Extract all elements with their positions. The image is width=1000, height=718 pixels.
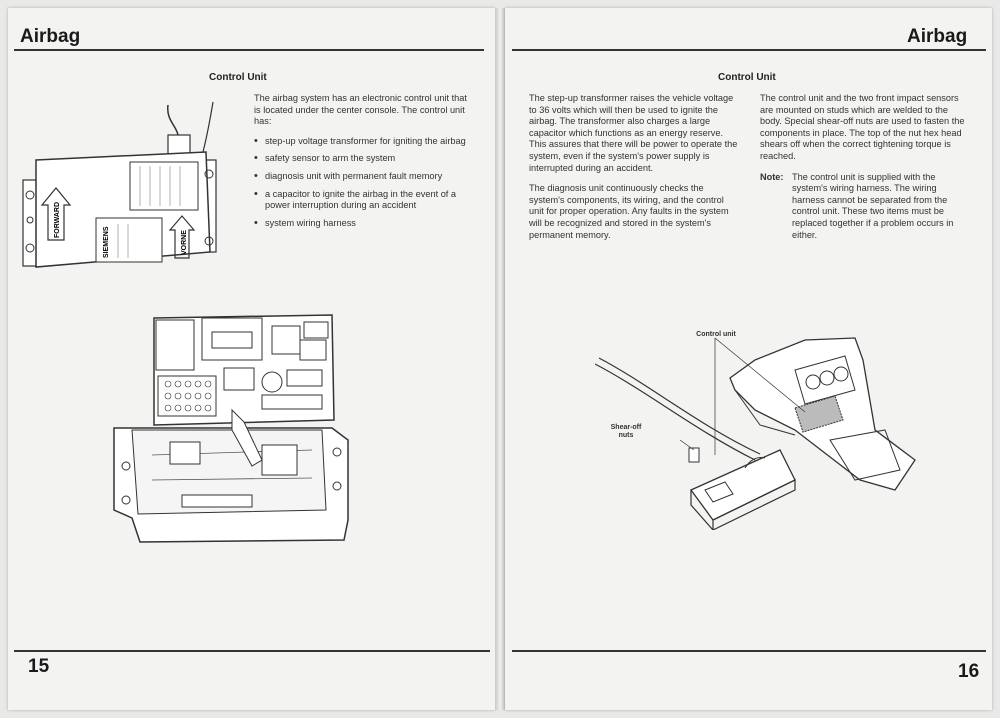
console-mounting-illustration [595, 337, 916, 530]
right-page [505, 8, 992, 710]
list-item: diagnosis unit with permanent fault memo… [254, 171, 469, 183]
feature-list: step-up voltage transformer for igniting… [254, 136, 469, 230]
left-body-text: The airbag system has an electronic cont… [254, 93, 469, 235]
control-unit-callout: Control unit [696, 331, 736, 338]
list-item: a capacitor to ignite the airbag in the … [254, 189, 469, 212]
transformer-paragraph: The step-up transformer raises the vehic… [529, 93, 738, 173]
right-header-title: Airbag [907, 26, 968, 47]
vorne-label: VORNE [181, 230, 188, 255]
control-unit-open-illustration [113, 314, 349, 543]
right-header-rule [512, 49, 986, 51]
forward-label: FORWARD [54, 202, 61, 238]
left-header-title: Airbag [20, 26, 81, 47]
book-spine [495, 8, 505, 710]
right-footer-rule [512, 650, 986, 652]
mounting-paragraph: The control unit and the two front impac… [760, 93, 965, 161]
note-block: Note: The control unit is supplied with … [760, 172, 970, 242]
list-item: system wiring harness [254, 218, 469, 230]
note-label: Note: [760, 171, 784, 182]
diagnosis-paragraph: The diagnosis unit continuously checks t… [529, 183, 729, 240]
note-text: The control unit is supplied with the sy… [792, 171, 954, 240]
right-page-number: 16 [958, 661, 980, 682]
list-item: step-up voltage transformer for igniting… [254, 136, 469, 148]
siemens-label: SIEMENS [103, 226, 110, 258]
left-section-title: Control Unit [209, 72, 267, 83]
left-page-number: 15 [28, 656, 50, 677]
shear-off-nuts-callout: Shear-off nuts [610, 424, 642, 439]
left-intro: The airbag system has an electronic cont… [254, 93, 467, 127]
right-column-2: The control unit and the two front impac… [760, 93, 970, 241]
left-header-rule [14, 49, 484, 51]
list-item: safety sensor to arm the system [254, 153, 469, 165]
left-footer-rule [14, 650, 490, 652]
right-column-1: The step-up transformer raises the vehic… [529, 93, 739, 250]
control-unit-closed-illustration: FORWARD SIEMENS VORNE [22, 101, 217, 268]
right-section-title: Control Unit [718, 72, 776, 83]
